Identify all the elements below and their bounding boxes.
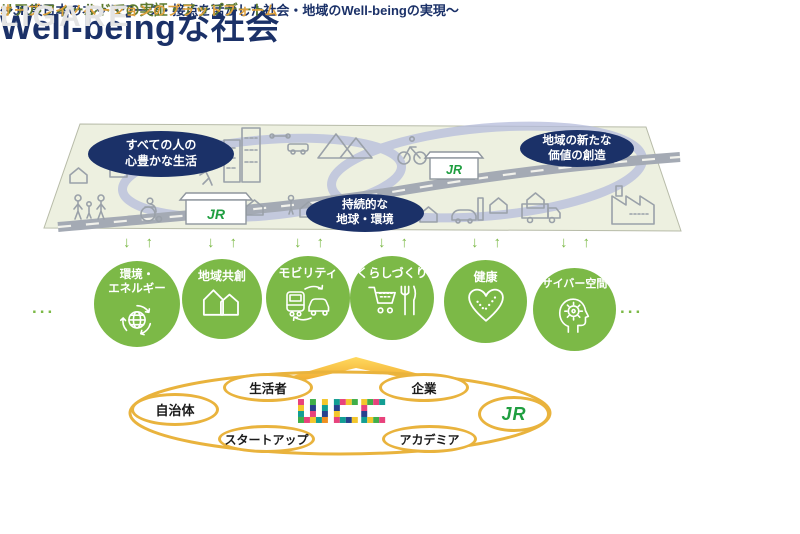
globe-recycle-icon [119,304,152,336]
down-arrow-icon: ↓ [294,234,302,251]
domain-label-line2: エネルギー [108,282,166,295]
member-label: 企業 [411,382,437,396]
vision-bubble-center-line2: 地球・環境 [336,214,394,226]
down-arrow-icon: ↓ [123,234,131,251]
domain-circle-mobility: モビリティ [266,256,350,340]
up-arrow-icon: ↑ [229,234,238,251]
vision-bubble-right-line2: 価値の創造 [548,149,606,162]
vision-bubble-center: 持続的な 地球・環境 [306,194,424,232]
domain-label: 環境・ [119,269,155,281]
member-academia: アカデミア [382,425,477,453]
head-gear-icon [558,298,589,333]
platform-network-ring [128,370,552,456]
domain-circle-cyber: サイバー空間 [533,268,616,351]
exchange-arrows: ↓↑ [294,234,324,251]
page-subtitle: ～JR東日本のネットワーク・接点を活かした社会・地域のWell-beingの実現… [0,3,459,18]
field-caption: リアルフィールドでの実証・アップデート [0,2,266,18]
member-startups: スタートアップ [218,425,315,453]
wcc-logo-blocks [298,399,386,423]
member-label: 自治体 [155,403,195,418]
domain-label: サイバー空間 [541,278,608,290]
member-companies: 企業 [379,373,469,402]
vision-bubble-center-line1: 持続的な [342,199,388,212]
member-label: アカデミア [399,432,460,447]
cart-cutlery-icon [368,285,417,316]
domain-circle-community: 地域共創 [182,259,262,339]
member-jr: JR [478,396,550,432]
up-arrow-icon: ↑ [316,234,325,251]
down-arrow-icon: ↓ [378,234,386,251]
member-municipality: 自治体 [131,393,219,426]
up-arrow-icon: ↑ [582,234,591,251]
member-label: スタートアップ [224,432,309,447]
wcc-logo [298,399,386,423]
jr-station-left: JR [178,192,254,225]
domain-label: くらしづくり [356,266,428,280]
exchange-arrows: ↓↑ [123,234,153,251]
two-houses-icon [202,289,239,316]
exchange-arrows: ↓↑ [560,234,590,251]
page-title: Well-beingな社会 [0,9,280,47]
vision-bubble-left-line2: 心豊かな生活 [124,154,197,168]
heart-check-dots [475,296,496,310]
member-label: 生活者 [249,382,287,396]
jr-station-right: JR [423,151,485,180]
up-arrow-icon: ↑ [493,234,502,251]
exchange-arrows: ↓↑ [378,234,408,251]
down-arrow-icon: ↓ [560,234,568,251]
exchange-arrows: ↓↑ [207,234,237,251]
ellipsis-dots-left: ... [32,298,56,317]
train-car-cycle-icon [286,284,330,322]
platform-caption: オープンイノベーションのプラットフォーム [0,3,279,18]
vision-bubble-left-line1: すべての人の [125,138,197,153]
up-arrow-icon: ↑ [400,234,409,251]
domain-circle-living: くらしづくり [350,256,434,340]
ellipsis-dots-right: ... [620,298,644,317]
heart-check-icon [467,288,504,322]
down-arrow-icon: ↓ [471,234,479,251]
member-consumers: 生活者 [223,373,313,402]
jr-station-right-label: JR [446,163,462,177]
down-arrow-icon: ↓ [207,234,215,251]
watermark-ligare: LIGARE [0,0,132,33]
jr-logo: JR [501,403,527,424]
domain-circle-energy: 環境・ エネルギー [94,261,180,347]
exchange-arrows: ↓↑ [471,234,501,251]
jr-station-left-label: JR [207,206,226,222]
domain-label: 健康 [473,270,498,284]
vision-bubble-left: すべての人の 心豊かな生活 [88,131,234,177]
domain-label: モビリティ [278,266,338,280]
up-arrow-icon: ↑ [145,234,154,251]
domain-label: 地域共創 [197,269,246,283]
vision-bubble-right: 地域の新たな 価値の創造 [520,130,634,167]
vision-bubble-right-line1: 地域の新たな [542,134,612,147]
domain-circle-health: 健康 [444,260,527,343]
